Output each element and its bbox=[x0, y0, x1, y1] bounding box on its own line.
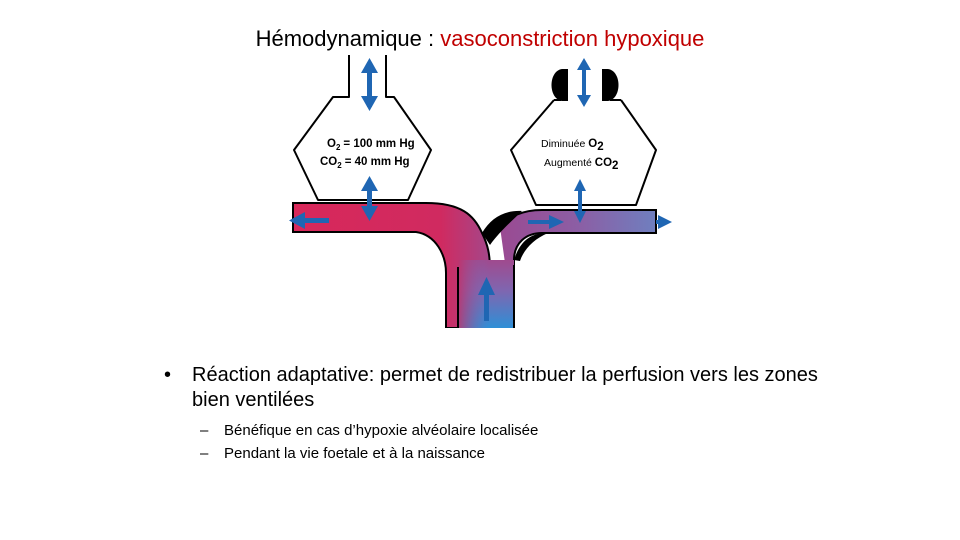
left-outflow-arrow bbox=[289, 212, 329, 229]
bullet-text: Réaction adaptative: permet de redistrib… bbox=[192, 364, 818, 411]
blood-vessels bbox=[292, 202, 657, 328]
sub-bullet-item: – Pendant la vie foetale et à la naissan… bbox=[162, 445, 822, 462]
flow-arrows bbox=[289, 58, 672, 321]
sub-bullet-item: – Bénéfique en cas d’hypoxie alvéolaire … bbox=[162, 422, 822, 439]
bullet-list: • Réaction adaptative: permet de redistr… bbox=[162, 363, 822, 462]
constricted-arteriole bbox=[482, 210, 522, 245]
co2-label: CO2= 40 mm Hg bbox=[320, 156, 410, 170]
sub-bullet-marker: – bbox=[200, 445, 209, 462]
trunk-inflow-arrow bbox=[478, 277, 495, 321]
o2-label: O2= 100 mm Hg bbox=[327, 138, 415, 152]
bullet-marker: • bbox=[164, 364, 172, 386]
right-capillary bbox=[499, 209, 657, 328]
bronchiole-constriction-right bbox=[602, 69, 619, 101]
left-exchange-arrow bbox=[361, 176, 378, 221]
left-airway-arrow bbox=[361, 58, 378, 111]
sub-bullet-text: Bénéfique en cas d’hypoxie alvéolaire lo… bbox=[224, 422, 539, 439]
o2-decreased-label: Diminuée O2 bbox=[541, 138, 604, 153]
sub-bullet-marker: – bbox=[200, 422, 209, 439]
title-highlight: vasoconstriction hypoxique bbox=[440, 26, 705, 51]
right-alveolus: Diminuée O2 Augmenté CO2 bbox=[510, 55, 657, 206]
title-prefix: Hémodynamique : bbox=[255, 26, 441, 51]
right-outflow-arrow bbox=[656, 215, 672, 229]
hypoxic-vasoconstriction-diagram: O2= 100 mm Hg CO2= 40 mm Hg Diminuée O2 … bbox=[286, 55, 672, 328]
left-alveolus: O2= 100 mm Hg CO2= 40 mm Hg bbox=[293, 55, 432, 201]
right-exchange-arrow bbox=[574, 179, 586, 223]
bronchiole-constriction-left bbox=[551, 69, 568, 101]
right-airway-arrow bbox=[577, 58, 591, 107]
diagram-svg: O2= 100 mm Hg CO2= 40 mm Hg Diminuée O2 … bbox=[289, 55, 672, 328]
sub-bullet-text: Pendant la vie foetale et à la naissance bbox=[224, 445, 486, 462]
right-capillary-arrow bbox=[528, 215, 564, 229]
co2-increased-label: Augmenté CO2 bbox=[544, 157, 618, 172]
left-capillary bbox=[292, 202, 491, 328]
slide-title: Hémodynamique : vasoconstriction hypoxiq… bbox=[0, 24, 960, 54]
bullet-item: • Réaction adaptative: permet de redistr… bbox=[162, 363, 822, 413]
